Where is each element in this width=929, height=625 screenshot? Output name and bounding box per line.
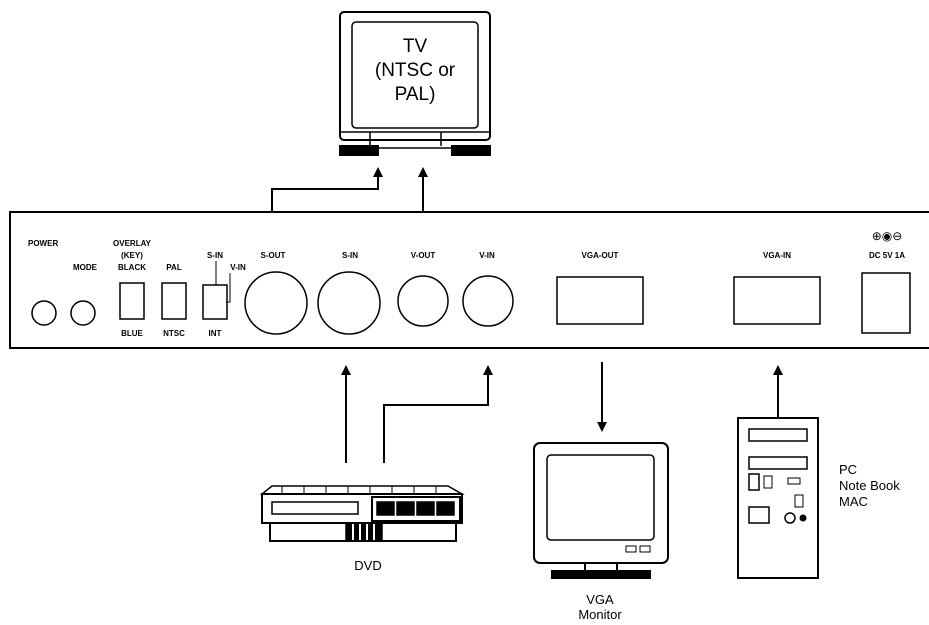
device-panel [9, 211, 929, 349]
switch-sin-label: S-IN [207, 251, 223, 260]
arrowhead-to-tv-right [418, 167, 428, 177]
tv-icon [339, 11, 491, 156]
vga-out-label: VGA-OUT [582, 251, 619, 260]
vga-monitor-icon [533, 442, 669, 579]
dvd-label: DVD [354, 558, 381, 573]
tv-label-line2: (NTSC or [375, 60, 456, 81]
mode-label: MODE [73, 263, 98, 272]
overlay-label-line2: (KEY) [121, 251, 143, 260]
vga-in-label: VGA-IN [763, 251, 791, 260]
v-in-port[interactable] [462, 275, 514, 327]
v-out-port[interactable] [397, 275, 449, 327]
s-in-port[interactable] [317, 271, 381, 335]
pc-label-line1: PC [839, 462, 857, 477]
vga-monitor-label-line2: Monitor [578, 607, 622, 622]
bottom-connection-arrows [345, 362, 779, 463]
power-label: POWER [28, 239, 58, 248]
s-out-label: S-OUT [261, 251, 286, 260]
arrowhead-pc-to-vga-in [773, 365, 783, 375]
vga-out-port[interactable] [556, 276, 644, 325]
arrowhead-dvd-to-s-in [341, 365, 351, 375]
pal-ntsc-switch[interactable] [161, 282, 187, 320]
v-in-label: V-IN [479, 251, 495, 260]
v-out-label: V-OUT [411, 251, 436, 260]
input-select-leader-lines [215, 261, 231, 303]
overlay-blue-label: BLUE [121, 329, 143, 338]
overlay-switch[interactable] [119, 282, 145, 320]
overlay-label-line3: BLACK [118, 263, 146, 272]
arrowhead-vga-out-to-monitor [597, 422, 607, 432]
mode-button[interactable] [70, 300, 96, 326]
pc-label-line2: Note Book [839, 478, 900, 493]
tv-label-line3: PAL) [395, 84, 436, 105]
pc-label-line3: MAC [839, 494, 868, 509]
pal-label: PAL [166, 263, 182, 272]
dc-polarity-icon: ⊕◉⊖ [872, 229, 903, 243]
power-button[interactable] [31, 300, 57, 326]
ntsc-label: NTSC [163, 329, 185, 338]
vga-in-port[interactable] [733, 276, 821, 325]
switch-vin-label: V-IN [230, 263, 246, 272]
dc-label: DC 5V 1A [869, 251, 905, 260]
arrowhead-dvd-to-v-in [483, 365, 493, 375]
pc-tower-icon [737, 417, 819, 579]
s-out-port[interactable] [244, 271, 308, 335]
dc-power-jack[interactable] [861, 272, 911, 334]
vga-monitor-label-line1: VGA [586, 592, 614, 607]
dvd-player-icon [259, 485, 465, 542]
arrowhead-to-tv-left [373, 167, 383, 177]
tv-connection-arrows [271, 176, 424, 212]
input-select-switch[interactable] [202, 284, 228, 320]
overlay-label-line1: OVERLAY [113, 239, 152, 248]
s-in-label: S-IN [342, 251, 358, 260]
int-label: INT [209, 329, 222, 338]
tv-label-line1: TV [403, 36, 428, 57]
